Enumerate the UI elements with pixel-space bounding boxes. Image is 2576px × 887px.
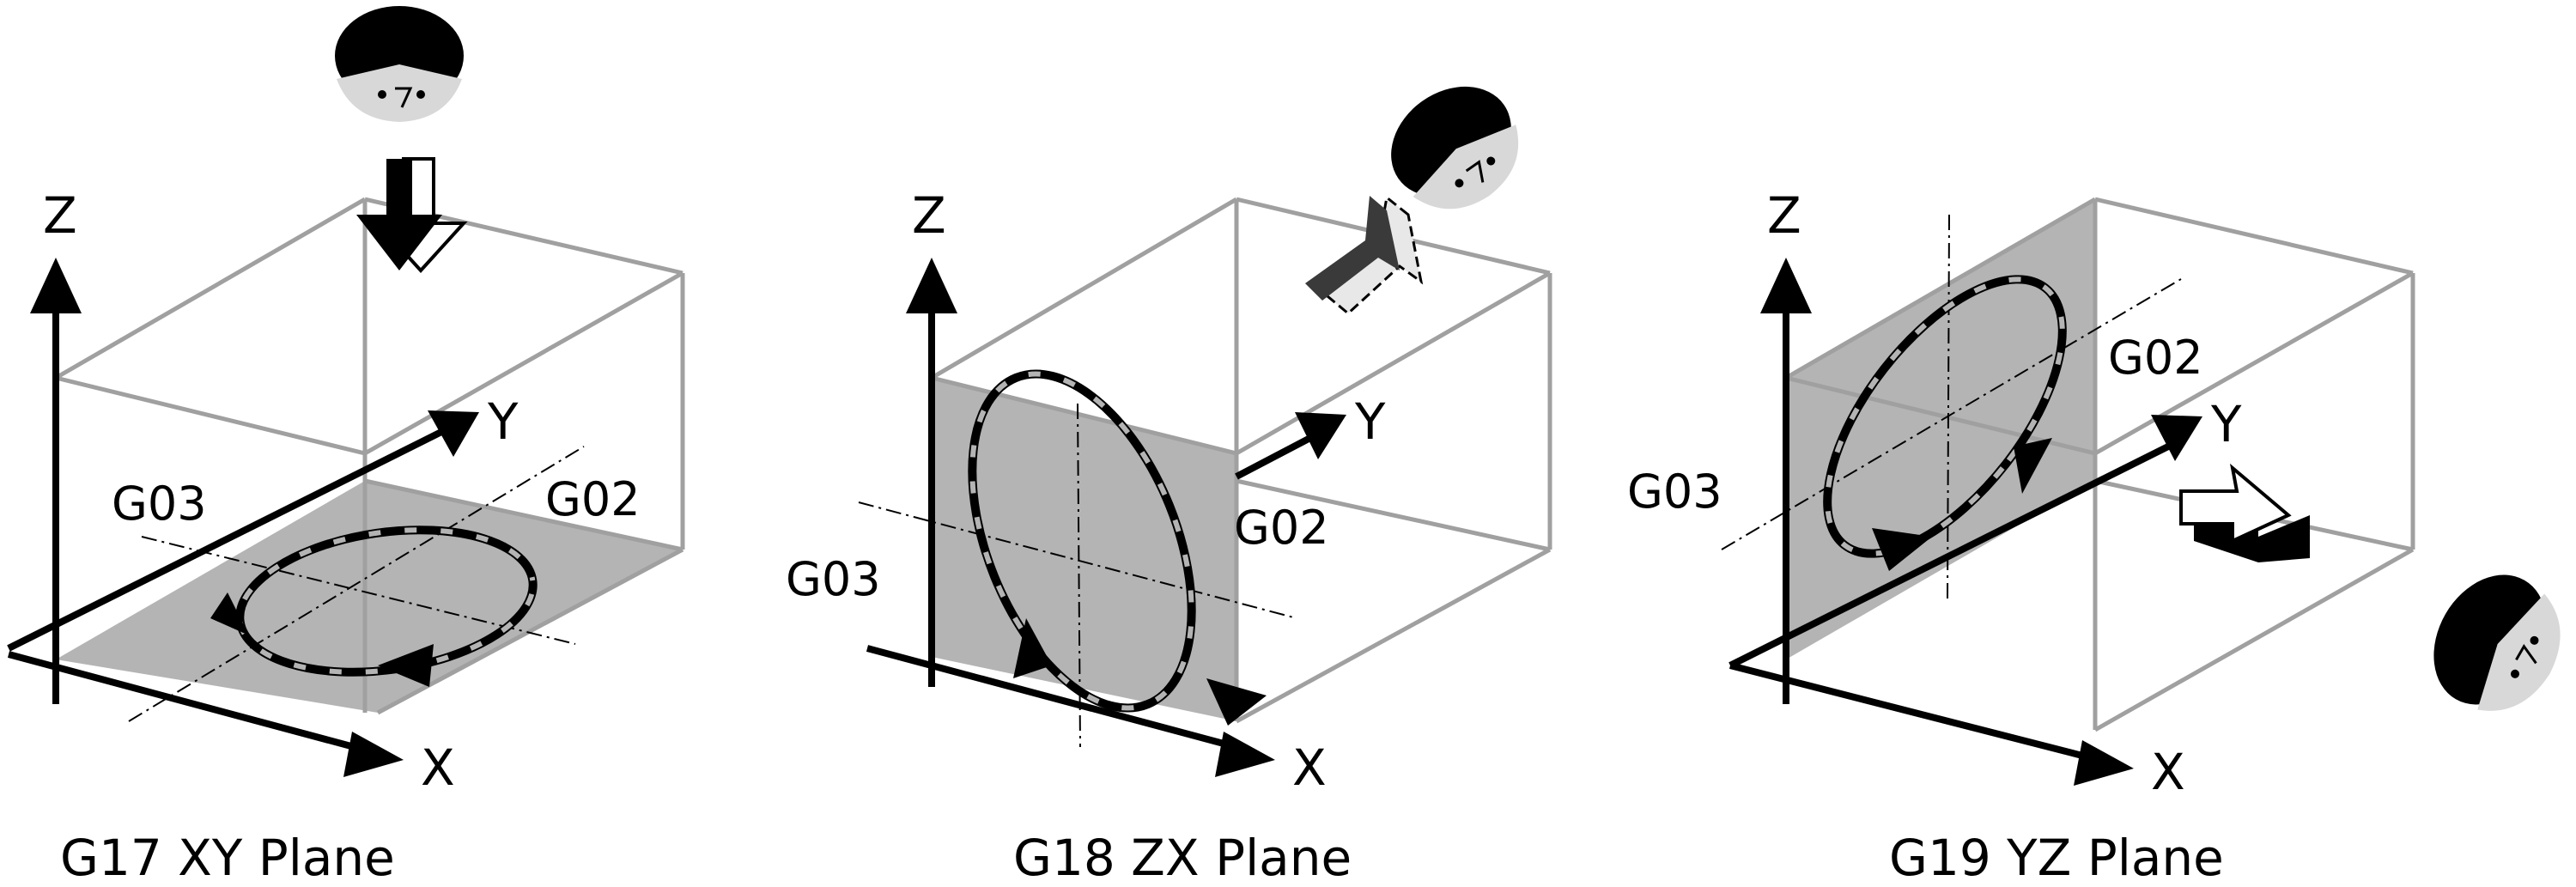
cw-arc-label: G02 xyxy=(545,472,641,526)
y-axis-arrowhead xyxy=(1295,412,1346,459)
y-axis-label: Y xyxy=(2211,395,2242,453)
ccw-arc-label: G03 xyxy=(786,552,881,606)
ccw-arc-label: G03 xyxy=(112,477,207,531)
panel-g18 xyxy=(858,86,1552,777)
panel-g17 xyxy=(7,6,685,777)
z-axis-label: Z xyxy=(43,186,77,245)
yz-plane-shade xyxy=(1786,199,2095,659)
view-arrow xyxy=(2179,463,2292,544)
arc-hidden-segment xyxy=(1825,276,2065,556)
x-axis-arrowhead xyxy=(2074,740,2134,786)
z-axis-label: Z xyxy=(1767,186,1801,245)
axes xyxy=(7,301,465,752)
panel-g19 xyxy=(1721,197,2561,786)
axes xyxy=(1728,301,2187,759)
x-axis-label: X xyxy=(1292,738,1327,797)
y-axis-arrowhead xyxy=(2151,415,2202,461)
z-axis-arrowhead xyxy=(906,258,957,313)
arc-arrowhead-right xyxy=(2014,438,2052,494)
panel-caption: G17 XY Plane xyxy=(60,829,395,887)
view-arrow xyxy=(356,159,442,270)
cw-arc-label: G02 xyxy=(1234,501,1329,555)
arc-arrowhead-left xyxy=(210,592,249,635)
x-axis-label: X xyxy=(421,738,455,797)
viewer-head-icon xyxy=(2433,574,2561,711)
z-axis-arrowhead xyxy=(30,258,82,313)
arc-arrowhead-left xyxy=(1872,528,1932,571)
y-axis-arrowhead xyxy=(428,410,479,457)
arc-arrowhead-left xyxy=(1013,618,1052,678)
arc-hidden-segment xyxy=(237,527,536,675)
y-axis-label: Y xyxy=(488,392,519,451)
view-arrow xyxy=(1305,196,1400,301)
center-lines xyxy=(1721,214,2182,602)
viewer-head-icon xyxy=(1391,86,1519,210)
z-axis-label: Z xyxy=(912,186,946,245)
arc-arrowhead-right xyxy=(1206,678,1267,726)
y-axis-label: Y xyxy=(1355,392,1386,451)
x-axis-arrowhead xyxy=(343,732,404,777)
zx-plane-shade xyxy=(932,378,1236,721)
ccw-arc-label: G03 xyxy=(1627,465,1722,519)
x-axis-label: X xyxy=(2151,743,2185,801)
viewer-head-icon xyxy=(335,6,464,122)
z-axis-arrowhead xyxy=(1760,258,1812,313)
arc-path xyxy=(968,369,1196,713)
panel-caption: G18 ZX Plane xyxy=(1013,829,1352,887)
cw-arc-label: G02 xyxy=(2108,331,2203,385)
x-axis-arrowhead xyxy=(1215,732,1275,777)
panel-caption: G19 YZ Plane xyxy=(1889,829,2224,887)
arc-arrowhead-right xyxy=(378,644,434,687)
